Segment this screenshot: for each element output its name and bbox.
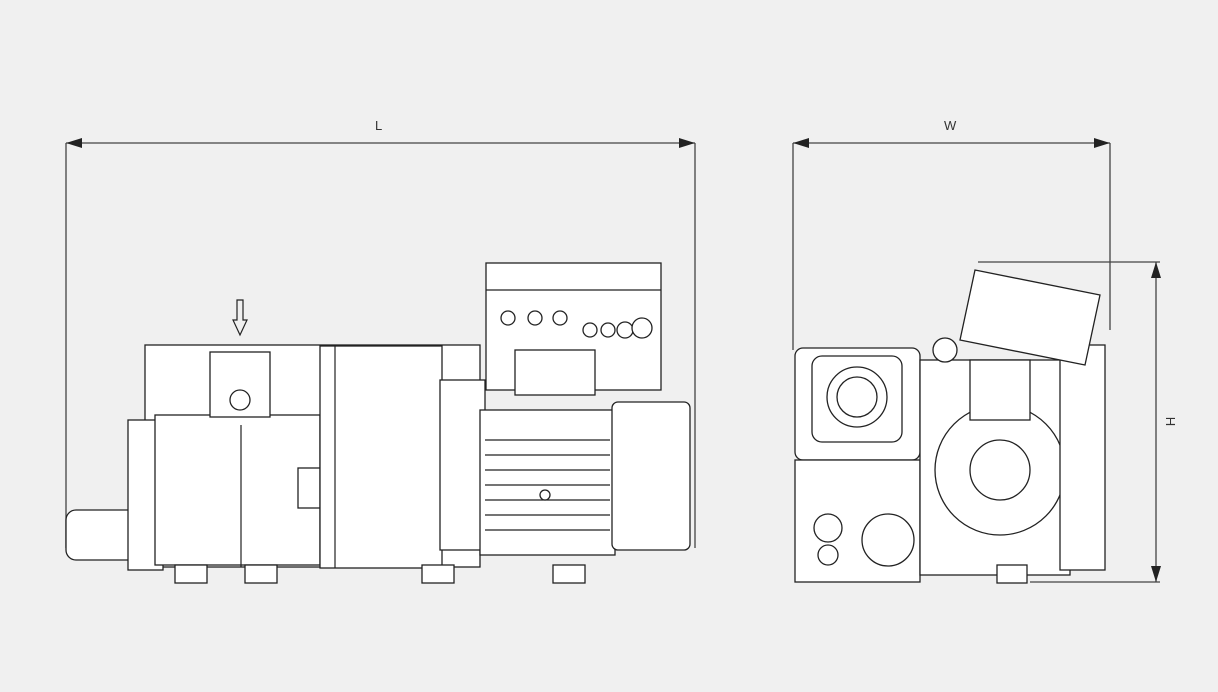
width-label: W <box>944 118 957 133</box>
length-dimension <box>65 138 696 548</box>
height-label: H <box>1163 416 1179 427</box>
inlet-arrow-icon <box>232 299 248 337</box>
pump-front-view <box>794 269 1106 584</box>
height-dimension <box>978 261 1161 583</box>
pump-side-view <box>65 262 691 584</box>
width-dimension <box>792 138 1111 350</box>
length-label: L <box>375 118 383 133</box>
